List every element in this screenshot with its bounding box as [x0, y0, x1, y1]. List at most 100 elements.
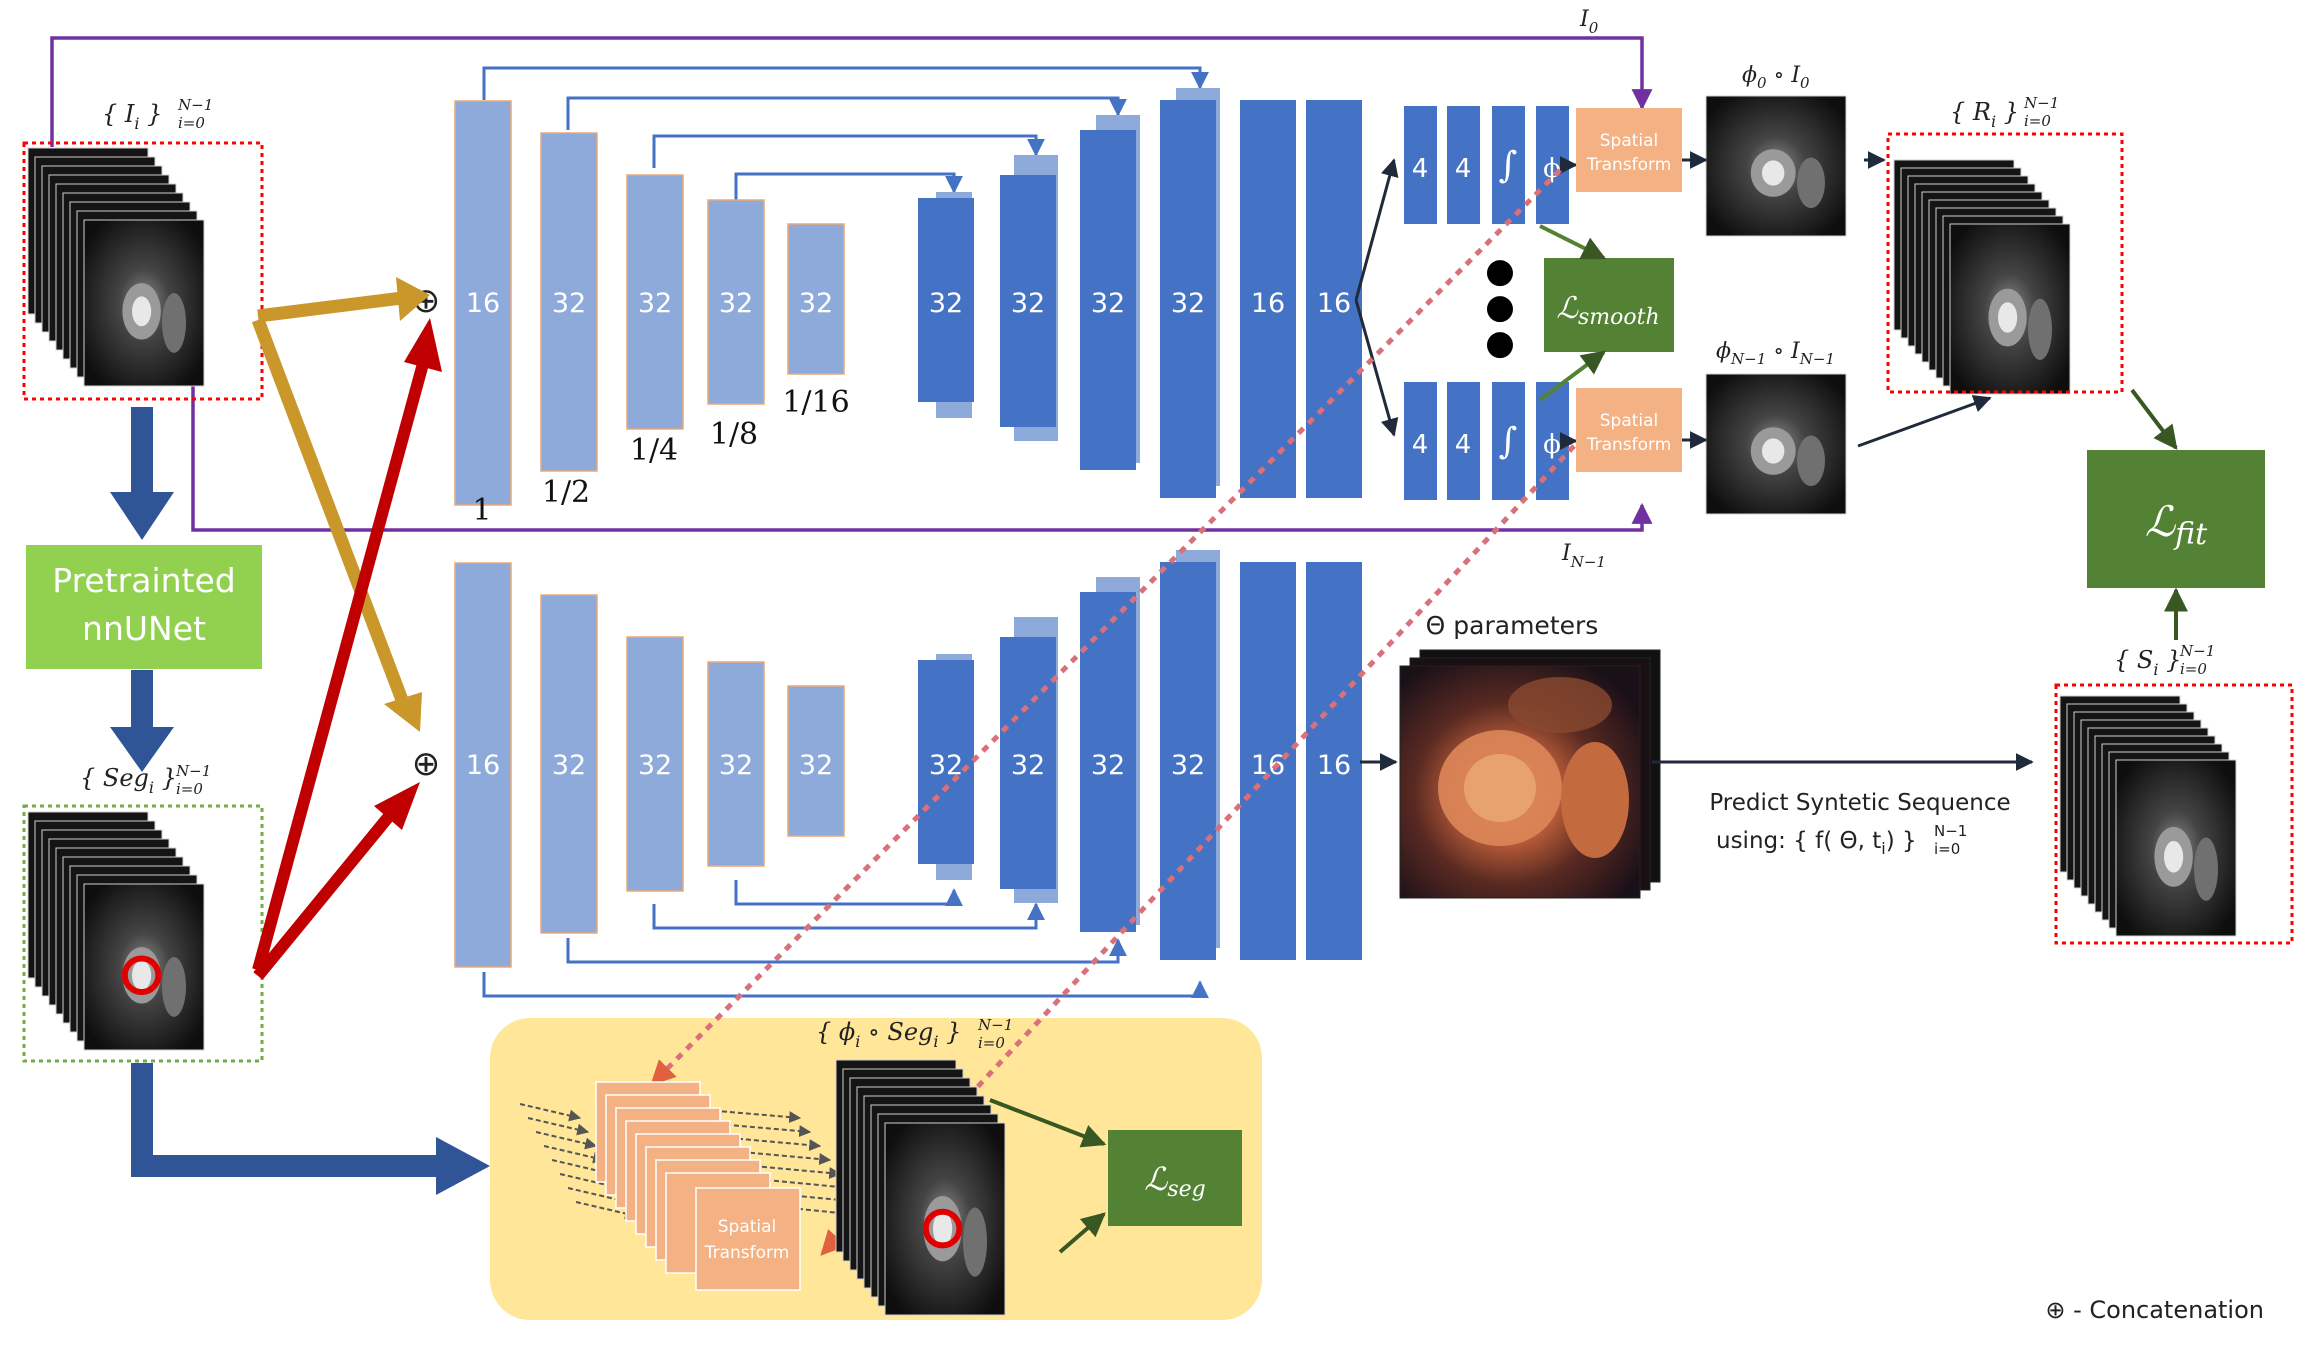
head-phi-label: ϕ	[1543, 430, 1561, 460]
input-set-range-top: N−1	[177, 96, 213, 114]
seg-stack-seg-ring	[121, 955, 162, 996]
panel-spatial-front	[695, 1187, 801, 1291]
decoder-block-5	[1240, 562, 1296, 960]
dotted-line-phin-to-warp	[820, 444, 1576, 1256]
spatial-transform-top-line2: Transform	[1586, 155, 1672, 175]
nnunet-label-line2: nnUNet	[82, 609, 206, 648]
concat-symbol-bottom: ⊕	[412, 744, 441, 784]
purple-i0-line	[50, 36, 1653, 147]
red-arrow-to-bottom-unet	[253, 782, 420, 980]
spatial-transform-top	[1576, 108, 1682, 192]
l-seg-label: ℒseg	[1144, 1160, 1205, 1202]
phiseg-stack-seg-ring	[922, 1208, 963, 1249]
r-stack-liver	[2028, 298, 2052, 360]
head-conv-4b-box	[1447, 382, 1480, 500]
encoder-channel-label-4: 32	[719, 288, 753, 319]
r-stack-ventricle	[1998, 302, 2018, 333]
skip-connections-bottom	[482, 880, 1209, 999]
input-set-label: { Ii }	[102, 100, 162, 133]
predict-caption-line1: Predict Syntetic Sequence	[1709, 790, 2010, 816]
l-fit-label: ℒfit	[2145, 497, 2208, 552]
panel-out-arrow-2	[717, 1123, 812, 1138]
navy-arrow-to-nnunet	[110, 407, 174, 540]
encoder-channel-label-3: 32	[638, 750, 672, 781]
scale-label-4: 1/8	[710, 417, 758, 452]
warped-image-phi0	[1705, 95, 1847, 237]
head-integration-label: ∫	[1499, 145, 1518, 186]
head-conv-4b-label: 4	[1455, 154, 1472, 184]
s-stack-ventricle	[2164, 840, 2184, 873]
encoder-block-3	[626, 636, 684, 892]
phiseg-range-bot: i=0	[978, 1034, 1005, 1052]
decoder-channel-label-4: 32	[1171, 750, 1205, 781]
ellipsis-dot-3: ●	[1485, 323, 1515, 363]
decoder-channel-label-6: 16	[1317, 288, 1351, 319]
s-stack-frame	[2054, 683, 2294, 945]
segmentation-image-stack	[27, 811, 205, 1051]
skip-line-4	[734, 880, 963, 907]
i0-label: I0	[1579, 7, 1599, 37]
scale-label-1: 1	[472, 493, 491, 528]
r-set-range-bot: i=0	[2024, 112, 2051, 130]
gold-arrow-to-top-unet	[257, 277, 430, 323]
head-integration-label: ∫	[1499, 421, 1518, 462]
encoder-block-4	[707, 661, 765, 867]
s-set-label: { Si }	[2114, 646, 2181, 679]
spatial-transform-bottom-line1: Spatial	[1600, 411, 1659, 431]
nnunet-label-line1: Pretrainted	[52, 561, 235, 600]
panel-spatial-line2: Transform	[704, 1243, 790, 1263]
spatial-transform-bottom-line2: Transform	[1586, 435, 1672, 455]
decoder-channel-label-3: 32	[1091, 750, 1125, 781]
panel-out-arrow-3	[729, 1137, 822, 1152]
decoder-block-2	[1000, 175, 1056, 427]
decoder-block-4	[1160, 100, 1216, 498]
encoder-block-2	[540, 594, 598, 934]
panel-out-arrow-4	[741, 1151, 832, 1165]
skip-line-3	[652, 134, 1045, 168]
predict-caption-line2: using: { f( Θ, ti) }	[1716, 828, 1917, 858]
decoder-block-4	[1160, 562, 1216, 960]
seg-stack-liver	[162, 957, 186, 1017]
panel-spatial-line1: Spatial	[718, 1217, 777, 1237]
head-conv-4a-box	[1404, 382, 1437, 500]
phiseg-range-top: N−1	[977, 1016, 1013, 1034]
decoder-channel-label-3: 32	[1091, 288, 1125, 319]
skip-line-2	[566, 96, 1127, 130]
synthetic-image-stack	[2059, 695, 2237, 937]
l-smooth-label: ℒsmooth	[1556, 291, 1659, 330]
in1-label: IN−1	[1561, 541, 1606, 571]
registered-image-stack	[1893, 159, 2071, 395]
head-phi-label: ϕ	[1543, 154, 1561, 184]
scale-label-2: 1/2	[542, 475, 590, 510]
gold-arrow-to-bottom-unet	[251, 317, 422, 732]
spatial-transform-top-line1: Spatial	[1600, 131, 1659, 151]
head-branch-lines	[1354, 158, 1399, 437]
scale-label-5: 1/16	[782, 385, 849, 420]
encoder-channel-label-2: 32	[552, 288, 586, 319]
input-image-stack	[27, 147, 205, 387]
skip-line-4	[734, 172, 963, 206]
decoder-block-2	[1000, 637, 1056, 889]
decoder-block-3	[1080, 592, 1136, 932]
seg-stack-ventricle	[132, 960, 152, 991]
phi0-image-ventricle	[1762, 160, 1785, 186]
decoder-block-6	[1306, 100, 1362, 498]
encoder-block-5	[787, 685, 845, 837]
decoder-block-6	[1306, 562, 1362, 960]
ellipsis-dot-1: ●	[1485, 251, 1515, 291]
encoder-channel-label-2: 32	[552, 750, 586, 781]
legend-concatenation: ⊕ - Concatenation	[2045, 1296, 2264, 1324]
decoder-channel-label-6: 16	[1317, 750, 1351, 781]
spatial-transform-bottom	[1576, 388, 1682, 472]
phin-image-liver	[1797, 435, 1825, 486]
s-stack-liver	[2194, 837, 2218, 901]
phiseg-stack-ventricle	[933, 1211, 953, 1246]
head-conv-4a-box	[1404, 106, 1437, 224]
encoder-channel-label-1: 16	[466, 750, 500, 781]
decoder-channel-label-4: 32	[1171, 288, 1205, 319]
skip-line-1	[482, 66, 1209, 100]
panel-out-arrow-6	[765, 1179, 852, 1193]
head-conv-4a-label: 4	[1412, 430, 1429, 460]
